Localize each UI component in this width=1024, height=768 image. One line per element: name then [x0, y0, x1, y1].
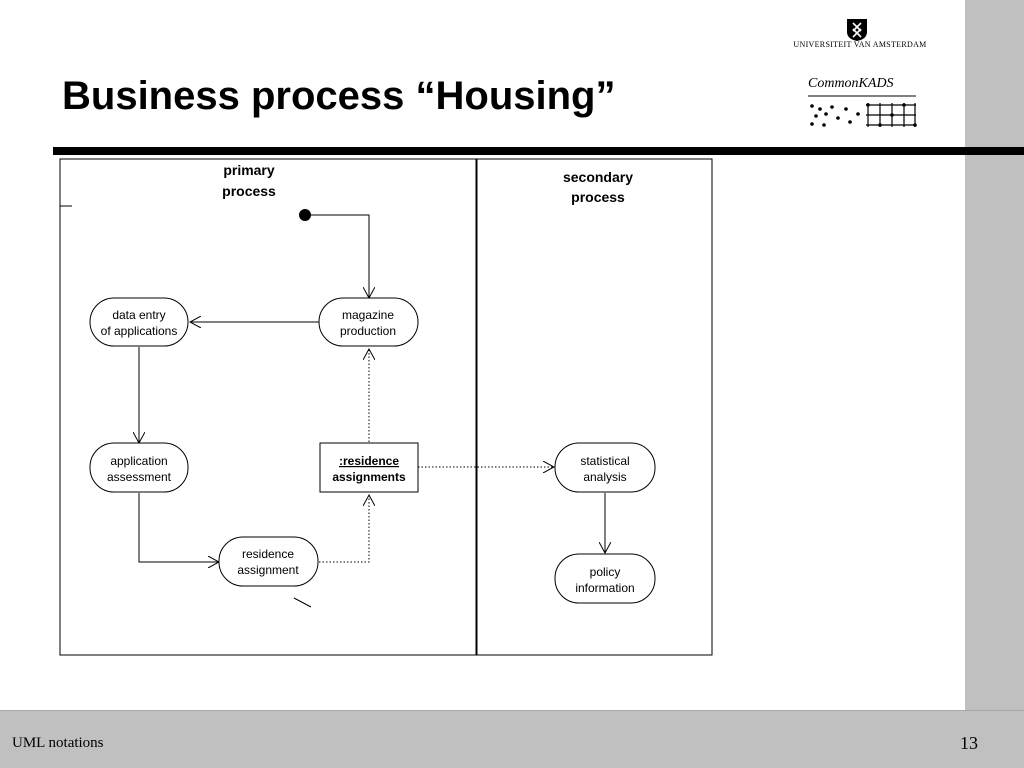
activity-label-line2: assignment — [237, 563, 299, 577]
activity-policy-information: policy information — [554, 553, 656, 604]
object-label-line1: :residence — [339, 454, 399, 468]
activity-application-assessment: application assessment — [89, 442, 189, 493]
footer-label: UML notations — [12, 735, 104, 751]
activity-label-line2: production — [340, 324, 396, 338]
swimlane-primary — [59, 158, 477, 656]
activity-label-line1: application — [110, 454, 167, 468]
university-shield-icon — [847, 19, 867, 41]
activity-label-line1: magazine — [342, 308, 394, 322]
object-label-line2: assignments — [332, 470, 406, 484]
university-name: Universiteit van Amsterdam — [793, 40, 927, 49]
activity-label-line1: statistical — [580, 454, 629, 468]
title-rule — [53, 147, 1024, 155]
lane-title-primary-line2: process — [222, 183, 276, 199]
flow-residence-assignment-to-object — [319, 495, 369, 563]
page-number: 13 — [960, 733, 978, 753]
lane-title-primary-line1: primary — [223, 162, 275, 178]
swimlane-secondary — [476, 158, 713, 656]
commonkads-name: CommonKADS — [808, 76, 894, 91]
lane-title-secondary-line2: process — [571, 189, 625, 205]
slide-title: Business process “Housing” — [62, 74, 616, 118]
activity-statistical-analysis: statistical analysis — [554, 442, 656, 493]
activity-label-line1: policy — [590, 565, 621, 579]
stray-mark — [293, 597, 312, 608]
right-band — [965, 0, 1024, 710]
lane-title-secondary-line1: secondary — [563, 169, 633, 185]
activity-residence-assignment: residence assignment — [218, 536, 319, 587]
object-residence-assignments: :residence assignments — [319, 442, 419, 493]
footer-band — [0, 710, 1024, 768]
activity-label-line2: of applications — [101, 324, 178, 338]
activity-label-line1: data entry — [112, 308, 165, 322]
activity-magazine-production: magazine production — [318, 297, 419, 347]
flow-start-to-magazine — [311, 214, 369, 298]
start-node — [299, 209, 311, 221]
activity-label-line2: assessment — [107, 470, 172, 484]
activity-label-line2: information — [575, 581, 634, 595]
activity-label-line1: residence — [242, 547, 294, 561]
activity-label-line2: analysis — [583, 470, 626, 484]
commonkads-logo-icon — [808, 95, 917, 127]
activity-data-entry: data entry of applications — [89, 297, 189, 347]
flow-assessment-to-residence-assignment — [138, 493, 219, 562]
